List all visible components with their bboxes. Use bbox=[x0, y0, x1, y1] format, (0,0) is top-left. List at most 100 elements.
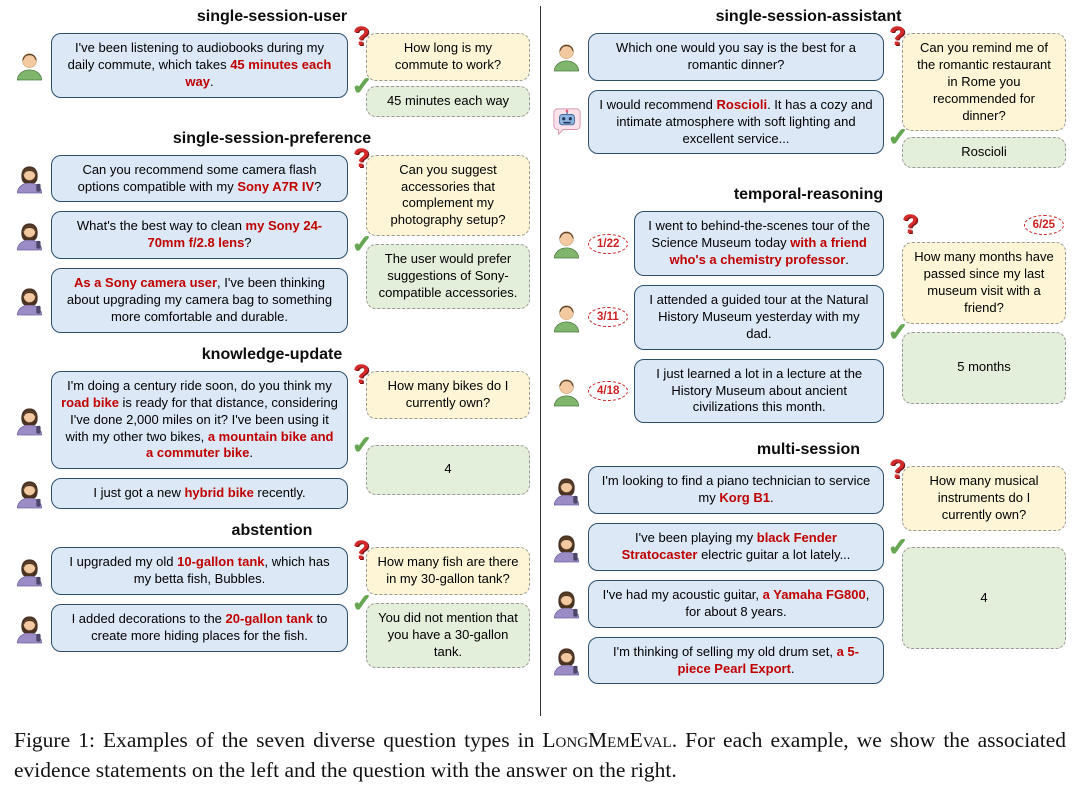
evidence-text: . It has a cozy and intimate atmosphere … bbox=[616, 96, 873, 146]
user-avatar-man-icon bbox=[14, 50, 45, 81]
question-text: Can you suggest accessories that complem… bbox=[390, 161, 506, 228]
user-avatar-woman-icon bbox=[14, 220, 45, 251]
checkmark-icon: ✓ bbox=[351, 590, 373, 618]
question-bubble: How many months have passed since my las… bbox=[902, 242, 1066, 324]
question-mark-icon: ? bbox=[889, 21, 906, 51]
evidence-bubble: I upgraded my old 10-gallon tank, which … bbox=[51, 547, 348, 596]
evidence-bubble: I attended a guided tour at the Natural … bbox=[633, 285, 884, 350]
highlighted-text: 45 minutes each way bbox=[185, 56, 332, 89]
question-mark-icon: ? bbox=[353, 535, 370, 566]
question-mark-icon: ? bbox=[889, 454, 906, 485]
evidence-text: I just got a new bbox=[93, 485, 185, 501]
user-avatar-woman-icon bbox=[14, 556, 45, 587]
question-text: Can you remind me of the romantic restau… bbox=[917, 40, 1051, 123]
qa-column: ?How many fish are there in my 30-gallon… bbox=[351, 537, 530, 668]
question-bubble: How many musical instruments do I curren… bbox=[902, 466, 1066, 532]
evidence-text: I've been playing my bbox=[635, 530, 757, 546]
evidence-text: I've had my acoustic guitar, bbox=[602, 586, 763, 602]
evidence-bubble: I've been playing my black Fender Strato… bbox=[588, 523, 884, 571]
answer-text: 4 bbox=[980, 589, 988, 605]
evidence-text: I'm thinking of selling my old drum set, bbox=[613, 643, 837, 659]
question-block: ?How long is my commute to work? bbox=[353, 23, 530, 81]
answer-bubble: Roscioli bbox=[902, 137, 1066, 169]
question-mark-icon: ? bbox=[353, 358, 370, 389]
section-abstention: abstention I upgraded my old 10-gallon ta… bbox=[14, 522, 530, 668]
user-avatar-woman-icon bbox=[14, 613, 45, 644]
evidence-text: I added decorations to the bbox=[71, 611, 226, 627]
user-avatar-man-icon bbox=[551, 302, 582, 333]
section-title: abstention bbox=[231, 522, 313, 540]
highlighted-text: 10-gallon tank bbox=[177, 554, 265, 570]
answer-text: You did not mention that you have a 30-g… bbox=[378, 610, 518, 659]
section-body: Which one would you say is the best for … bbox=[551, 23, 1066, 169]
answer-bubble: 4 bbox=[366, 444, 530, 495]
question-block: ?Can you suggest accessories that comple… bbox=[353, 144, 530, 237]
qa-column: ?How long is my commute to work?✓ 45 minu… bbox=[351, 23, 530, 117]
question-bubble: Can you remind me of the romantic restau… bbox=[902, 33, 1066, 132]
evidence-text: , I've been thinking about upgrading my … bbox=[66, 275, 333, 325]
highlighted-text: Korg B1 bbox=[719, 490, 770, 506]
question-text: How many bikes do I currently own? bbox=[387, 377, 509, 410]
user-avatar-woman-icon bbox=[14, 478, 45, 509]
question-bubble: Can you suggest accessories that complem… bbox=[366, 154, 530, 237]
evidence-text: Which one would you say is the best for … bbox=[616, 40, 856, 72]
answer-text: 45 minutes each way bbox=[386, 92, 510, 108]
answer-block: ✓4 bbox=[351, 433, 530, 495]
evidence-text: I'm looking to find a piano technician t… bbox=[601, 473, 871, 506]
section-title: multi-session bbox=[756, 441, 861, 459]
evidence-text: I went to behind-the-scenes tour of the … bbox=[648, 218, 871, 251]
user-avatar-man-icon bbox=[551, 376, 582, 407]
question-block: ? How many bikes do I currently own? bbox=[353, 360, 530, 419]
evidence-column: Which one would you say is the best for … bbox=[551, 33, 884, 168]
checkmark-icon: ✓ bbox=[351, 431, 373, 459]
section-title: single-session-preference bbox=[172, 129, 372, 147]
evidence-date-badge: 4/18 bbox=[588, 381, 629, 402]
section-body: I'm doing a century ride soon, do you th… bbox=[14, 360, 530, 510]
question-block: ? Can you remind me of the romantic resta… bbox=[889, 23, 1066, 132]
answer-bubble: 45 minutes each way bbox=[366, 85, 530, 117]
caption-text-suffix: . For each example, we show the associat… bbox=[14, 728, 1066, 782]
evidence-text: I would recommend bbox=[599, 96, 717, 112]
evidence-text: . bbox=[790, 660, 795, 676]
answer-block: ✓You did not mention that you have a 30-… bbox=[351, 591, 530, 668]
checkmark-icon: ✓ bbox=[887, 318, 909, 346]
evidence-bubble: I'm thinking of selling my old drum set,… bbox=[588, 636, 884, 685]
evidence-row: I'm doing a century ride soon, do you th… bbox=[14, 370, 348, 470]
evidence-text: . bbox=[769, 490, 774, 506]
question-bubble: How many bikes do I currently own? bbox=[366, 370, 530, 419]
question-bubble: How many fish are there in my 30-gallon … bbox=[366, 547, 530, 596]
answer-block: ✓ 45 minutes each way bbox=[351, 74, 530, 117]
answer-block: ✓5 months bbox=[887, 320, 1066, 404]
highlighted-text: my Sony 24-70mm f/2.8 lens bbox=[147, 218, 323, 251]
evidence-text: Can you recommend some camera flash opti… bbox=[77, 161, 317, 194]
evidence-row: Which one would you say is the best for … bbox=[551, 33, 884, 81]
evidence-row: What's the best way to clean my Sony 24-… bbox=[14, 211, 348, 260]
evidence-column: I've been listening to audiobooks during… bbox=[14, 33, 348, 117]
highlighted-text: a Yamaha FG800 bbox=[762, 586, 866, 602]
checkmark-icon: ✓ bbox=[351, 72, 373, 100]
section-body: I've been listening to audiobooks during… bbox=[14, 23, 530, 117]
question-bubble: How long is my commute to work? bbox=[366, 33, 530, 81]
evidence-text: I attended a guided tour at the Natural … bbox=[649, 292, 869, 341]
question-icons-row: ?6/25 bbox=[902, 211, 1066, 238]
evidence-bubble: As a Sony camera user, I've been thinkin… bbox=[51, 268, 348, 333]
answer-text: 4 bbox=[444, 461, 452, 477]
user-avatar-woman-icon bbox=[14, 405, 45, 436]
evidence-text: to create more hiding places for the fis… bbox=[91, 611, 328, 644]
section-body: I'm looking to find a piano technician t… bbox=[551, 456, 1066, 685]
user-avatar-man-icon bbox=[551, 228, 582, 259]
qa-column: ?Can you suggest accessories that comple… bbox=[351, 144, 530, 333]
question-block: ?How many fish are there in my 30-gallon… bbox=[353, 537, 530, 596]
evidence-bubble: Which one would you say is the best for … bbox=[588, 33, 884, 81]
evidence-bubble: I went to behind-the-scenes tour of the … bbox=[634, 211, 884, 277]
section-body: I upgraded my old 10-gallon tank, which … bbox=[14, 537, 530, 668]
highlighted-text: black Fender Stratocaster bbox=[621, 530, 837, 563]
evidence-row: As a Sony camera user, I've been thinkin… bbox=[14, 268, 348, 333]
